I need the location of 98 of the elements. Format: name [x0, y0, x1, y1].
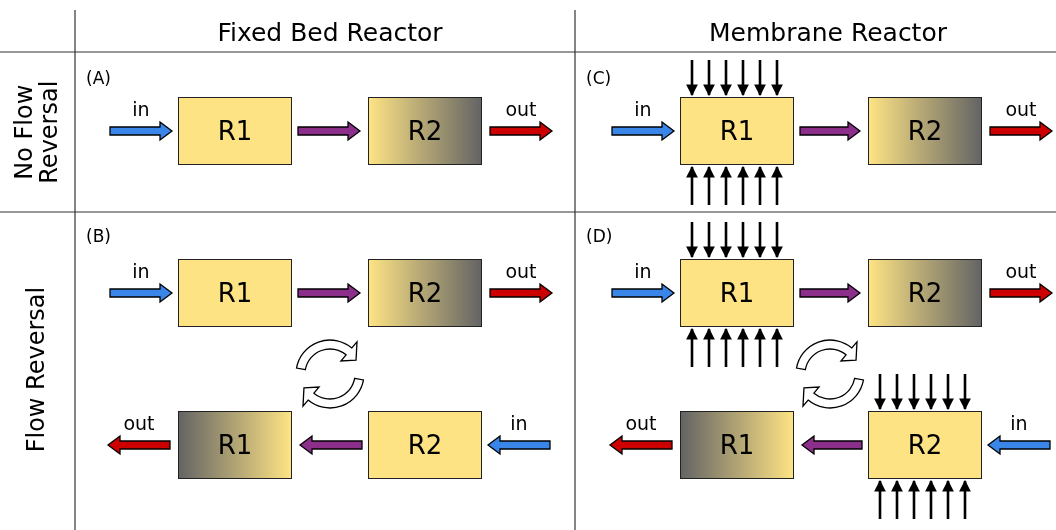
reactor-box: [868, 97, 982, 165]
arrow: [686, 60, 698, 97]
reactor-box: [178, 97, 292, 165]
arrow: [925, 479, 937, 519]
reactor-label: R1: [217, 278, 253, 308]
reactor-box: [178, 259, 292, 327]
arrow: [686, 165, 698, 205]
arrow: [942, 374, 954, 411]
edge-label: out: [504, 261, 538, 281]
arrow: [959, 374, 971, 411]
arrow: [686, 327, 698, 367]
column-header: Membrane Reactor: [709, 18, 947, 47]
arrow: [754, 60, 766, 97]
arrow: [771, 165, 783, 205]
panel-label: (B): [86, 226, 111, 246]
arrow: [874, 374, 886, 411]
arrow: [754, 165, 766, 205]
reactor-box: [178, 411, 292, 479]
reactor-box: [368, 97, 482, 165]
arrow: [908, 374, 920, 411]
arrow: [489, 282, 554, 304]
arrow: [298, 434, 363, 456]
arrow: [891, 374, 903, 411]
arrow: [989, 120, 1054, 142]
reactor-box: [868, 411, 982, 479]
arrow: [703, 60, 715, 97]
reactor-label: R2: [407, 278, 443, 308]
column-header: Fixed Bed Reactor: [217, 18, 443, 47]
row-header: No Flow Reversal: [11, 79, 63, 186]
reactor-label: R1: [217, 430, 253, 460]
arrow: [297, 282, 362, 304]
reactor-label: R2: [407, 430, 443, 460]
arrow: [720, 327, 732, 367]
reactor-label: R1: [719, 278, 755, 308]
reactor-label: R1: [217, 116, 253, 146]
arrow: [891, 479, 903, 519]
arrow: [959, 479, 971, 519]
arrow: [799, 282, 862, 304]
reactor-label: R2: [907, 278, 943, 308]
arrow: [297, 120, 362, 142]
edge-label: in: [131, 99, 151, 119]
panel-label: (A): [86, 68, 111, 88]
arrow: [489, 120, 554, 142]
reactor-box: [680, 411, 794, 479]
arrow: [908, 479, 920, 519]
row-header: Flow Reversal: [24, 286, 50, 455]
arrow: [720, 60, 732, 97]
reactor-box: [680, 259, 794, 327]
arrow: [611, 282, 676, 304]
arrow: [737, 165, 749, 205]
edge-label: in: [509, 413, 529, 433]
edge-label: in: [633, 261, 653, 281]
arrow: [703, 327, 715, 367]
arrow: [737, 60, 749, 97]
arrow: [986, 434, 1051, 456]
arrow: [737, 327, 749, 367]
arrow: [703, 222, 715, 259]
panel-label: (D): [586, 226, 613, 246]
arrow: [703, 165, 715, 205]
edge-label: in: [1009, 413, 1029, 433]
reactor-label: R2: [407, 116, 443, 146]
reactor-box: [680, 97, 794, 165]
arrow: [771, 60, 783, 97]
reactor-box: [368, 411, 482, 479]
arrow: [109, 282, 174, 304]
reactor-label: R2: [907, 116, 943, 146]
arrow: [486, 434, 551, 456]
reactor-label: R1: [719, 430, 755, 460]
arrow: [737, 222, 749, 259]
edge-label: in: [131, 261, 151, 281]
edge-label: out: [504, 99, 538, 119]
arrow: [800, 434, 863, 456]
arrow: [754, 222, 766, 259]
reactor-label: R1: [719, 116, 755, 146]
arrow: [771, 327, 783, 367]
edge-label: out: [1004, 261, 1038, 281]
arrow: [720, 222, 732, 259]
arrow: [106, 434, 171, 456]
edge-label: out: [624, 413, 658, 433]
arrow: [608, 434, 673, 456]
arrow: [799, 120, 862, 142]
arrow: [754, 327, 766, 367]
arrow: [771, 222, 783, 259]
arrow: [611, 120, 676, 142]
arrow: [720, 165, 732, 205]
arrow: [874, 479, 886, 519]
reactor-box: [368, 259, 482, 327]
panel-label: (C): [586, 68, 612, 88]
reactor-label: R2: [907, 430, 943, 460]
edge-label: in: [633, 99, 653, 119]
arrow: [942, 479, 954, 519]
arrow: [109, 120, 174, 142]
edge-label: out: [1004, 99, 1038, 119]
reactor-box: [868, 259, 982, 327]
arrow: [925, 374, 937, 411]
edge-label: out: [122, 413, 156, 433]
arrow: [989, 282, 1054, 304]
arrow: [686, 222, 698, 259]
